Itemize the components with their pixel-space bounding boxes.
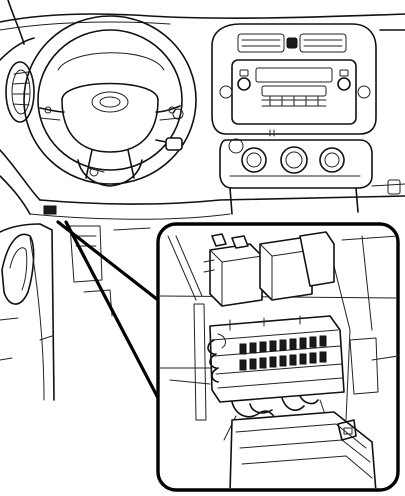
radio-head-unit [219, 59, 371, 125]
callout-pointer [56, 220, 160, 400]
climate-control-knobs [219, 129, 373, 189]
dashboard [0, 0, 405, 220]
relay-block [203, 231, 335, 307]
connector-coil [207, 333, 226, 383]
door-panel [0, 223, 55, 401]
fuse-box [207, 315, 345, 403]
fuse-box-callout [156, 222, 400, 492]
fuse-row [239, 335, 327, 355]
fuse-box-cover [229, 411, 377, 488]
fuse-box-location-marker [43, 205, 57, 215]
fuse-row [239, 351, 327, 371]
center-console [211, 23, 377, 215]
center-air-vents [237, 33, 347, 53]
air-vent [5, 61, 35, 123]
wiring-harness [223, 395, 335, 441]
steering-wheel [23, 15, 197, 187]
